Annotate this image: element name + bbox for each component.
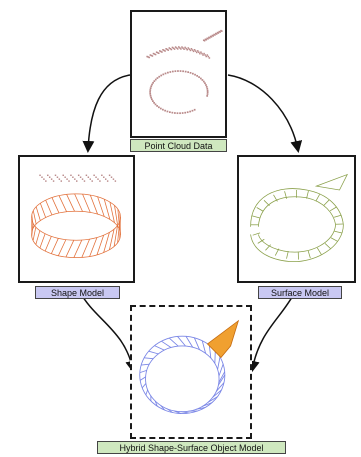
shape-model-label: Shape Model <box>35 286 120 299</box>
point-cloud-panel <box>130 10 227 138</box>
hybrid-model-label: Hybrid Shape-Surface Object Model <box>97 441 286 454</box>
arrow-to-surface-model <box>228 75 298 150</box>
hybrid-model-region <box>130 305 252 439</box>
arrow-surface-to-hybrid <box>252 292 295 370</box>
point-cloud-image <box>132 12 225 136</box>
arrow-shape-to-hybrid <box>80 292 133 370</box>
shape-mesh <box>32 194 121 258</box>
hybrid-surface-patch <box>207 321 238 358</box>
surface-model-image <box>239 157 354 281</box>
shape-points <box>39 175 116 182</box>
surface-mesh <box>251 175 348 262</box>
point-cloud-label: Point Cloud Data <box>130 139 227 152</box>
shape-model-image <box>20 157 133 281</box>
arrow-to-shape-model <box>88 75 130 150</box>
surface-model-panel <box>237 155 356 283</box>
hybrid-model-image <box>132 307 250 437</box>
shape-model-panel <box>18 155 135 283</box>
surface-model-label: Surface Model <box>258 286 342 299</box>
point-cloud-dots <box>146 30 222 114</box>
